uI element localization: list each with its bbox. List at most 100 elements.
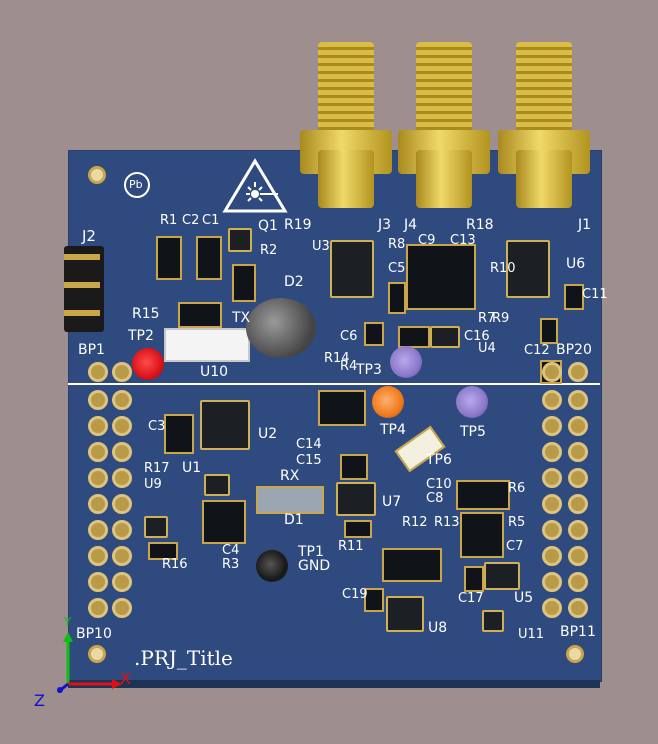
mounting-hole-tl [88,166,106,184]
label-u1: U1 [182,460,202,476]
label-tp3: TP3 [356,362,382,378]
label-bp10: BP10 [76,626,112,642]
mounting-hole-br [566,645,584,663]
capacitor-c14 [340,454,368,480]
label-c3: C3 [148,419,166,434]
ic-u11 [482,610,504,632]
resistor-r4 [318,390,366,426]
capacitor-c8-c10 [456,480,510,510]
label-c15: C15 [296,453,322,468]
axis-x-label: X [120,669,131,688]
laser-warning-icon [222,158,288,213]
label-r1: R1 [160,213,178,228]
label-r2: R2 [260,243,278,258]
label-bp1: BP1 [78,342,105,358]
label-c10: C10 [426,477,452,492]
transistor-q1 [228,228,252,252]
label-tp6: TP6 [426,452,452,468]
ic-u7 [336,482,376,516]
silk-divider [68,383,600,385]
label-r12: R12 [402,515,428,530]
ic-u1 [204,474,230,496]
label-u2: U2 [258,426,278,442]
testpoint-tp3 [390,346,422,378]
label-u9: U9 [144,477,162,492]
pcb-edge [68,680,600,688]
testpoint-tp1 [256,550,288,582]
label-u11: U11 [518,627,545,642]
label-bp20: BP20 [556,342,592,358]
header-j2-pin [64,282,100,288]
capacitor-c5 [388,282,406,314]
label-c12: C12 [524,343,550,358]
project-title: .PRJ_Title [134,646,233,670]
label-r5: R5 [508,515,526,530]
label-r17: R17 [144,461,170,476]
label-gnd: GND [298,558,331,574]
ic-u9 [144,516,168,538]
diode-d2 [246,298,316,358]
ic-u4 [430,326,460,348]
ic-u8 [386,596,424,632]
testpoint-tp5 [456,386,488,418]
label-c16: C16 [464,329,490,344]
header-j2 [64,246,104,332]
ic-u3 [330,240,374,298]
label-r15: R15 [132,306,160,322]
capacitor-c6 [364,322,384,346]
capacitor-c4 [202,500,246,544]
label-u4: U4 [478,341,496,356]
label-c6: C6 [340,329,358,344]
label-u3: U3 [312,239,330,254]
label-d2: D2 [284,274,304,290]
label-tp4: TP4 [380,422,406,438]
label-c5: C5 [388,261,406,276]
label-tp5: TP5 [460,424,486,440]
resistor-r11 [344,520,372,538]
label-r19: R19 [284,217,312,233]
axis-gizmo-icon [57,632,122,694]
header-j2-pin [64,310,100,316]
capacitor-c19 [364,588,384,612]
label-j4: J4 [404,217,418,233]
label-c11: C11 [582,287,608,302]
label-r7: R7 [478,311,496,326]
label-c14: C14 [296,437,322,452]
pb-free-symbol-icon: Pb [124,172,150,198]
label-r10: R10 [490,261,516,276]
label-q1: Q1 [258,218,278,234]
label-r11: R11 [338,539,364,554]
pb-label: Pb [129,178,143,191]
label-r14: R14 [324,351,350,366]
label-c13: C13 [450,233,476,248]
label-c4: C4 [222,543,240,558]
capacitor-c17 [464,566,484,592]
label-c9: C9 [418,233,436,248]
capacitor-c1 [196,236,222,280]
label-c7: C7 [506,539,524,554]
testpoint-tp2 [132,348,164,380]
resistor-r16 [148,542,178,560]
label-rx: RX [280,468,300,484]
label-u6: U6 [566,256,586,272]
resistor-r12 [382,548,442,582]
label-c19: C19 [342,587,368,602]
label-r18: R18 [466,217,494,233]
axis-z-label: Z [34,691,45,710]
label-u7: U7 [382,494,402,510]
label-tx: TX [232,310,251,326]
label-u10: U10 [200,364,229,380]
mounting-hole-bl [88,645,106,663]
label-j3: J3 [378,217,392,233]
label-u8: U8 [428,620,448,636]
label-c1: C1 [202,213,220,228]
label-tp2: TP2 [128,328,154,344]
label-j1: J1 [578,217,592,233]
label-bp11: BP11 [560,624,596,640]
resistor-r2 [232,264,256,302]
label-tp1: TP1 [298,544,324,560]
resistor-r15 [178,302,222,328]
label-r13: R13 [434,515,460,530]
label-c8: C8 [426,491,444,506]
resistor-r9 [540,318,558,344]
